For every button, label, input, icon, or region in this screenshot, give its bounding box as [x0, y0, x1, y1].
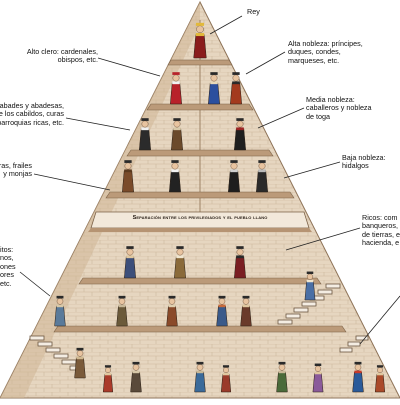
tier-ledge-3	[126, 149, 274, 157]
label-frailes: uras, frailes y monjas	[0, 161, 32, 179]
merchant-figure	[124, 246, 136, 279]
label-rey: Rey	[247, 7, 260, 16]
friar-figure	[122, 160, 134, 193]
knight-figure	[234, 118, 246, 151]
noble-figure	[208, 72, 220, 105]
leader-lines	[19, 15, 400, 345]
peasant-figure	[312, 363, 324, 393]
label-separacion: Separación entre los privilegiados y el …	[132, 215, 268, 221]
peasant-figure	[276, 361, 288, 393]
artisan-figure	[216, 295, 228, 327]
pyramid-left-face	[0, 2, 200, 398]
abbot-figure	[171, 118, 183, 151]
merchant-figure	[234, 246, 246, 279]
peasant-figure	[130, 361, 142, 393]
peasant-figure	[74, 347, 86, 379]
leader-campesinos-2	[359, 295, 400, 345]
artisan-figure	[240, 295, 252, 327]
hidalgo-figure	[228, 160, 240, 193]
peasant-figure	[194, 361, 206, 393]
tier-ledge-2	[146, 103, 254, 111]
peasant-figure	[374, 365, 386, 393]
label-media-nobleza: Media nobleza: caballeros y nobleza de t…	[306, 95, 372, 121]
label-alta-nobleza: Alta nobleza: príncipes, duques, condes,…	[288, 39, 363, 65]
king-figure	[193, 22, 207, 59]
leader-baja-nobleza	[283, 161, 341, 179]
tier-ledge-4	[105, 191, 295, 199]
abbot-figure	[139, 118, 151, 151]
leader-media-nobleza	[257, 107, 305, 129]
staircase-bottom-right	[339, 335, 369, 353]
tier-ledge-1	[167, 59, 233, 66]
artisan-figure	[54, 295, 66, 327]
peasant-figure	[352, 361, 364, 393]
label-baja-nobleza: Baja nobleza: hidalgos	[342, 153, 386, 171]
leader-campesinos	[19, 271, 51, 297]
leader-ricos	[285, 227, 361, 251]
label-ricos: Ricos: com banqueros, de tierras, e haci…	[362, 213, 400, 248]
label-abades: abades y abadesas, de los cabildos, cura…	[0, 101, 64, 127]
leader-rey	[209, 15, 243, 35]
separation-band	[88, 211, 312, 232]
tier-ledge-6	[53, 325, 347, 333]
artisan-figure	[304, 271, 316, 301]
noble-figure	[230, 72, 242, 105]
staircase-right	[277, 283, 341, 325]
leader-abades	[65, 117, 131, 131]
artisan-figure	[116, 295, 128, 327]
hidalgo-figure	[256, 160, 268, 193]
artisan-figure	[166, 295, 178, 327]
leader-alta-nobleza	[245, 51, 286, 75]
tier-ledge-5	[78, 277, 322, 285]
cardinal-figure	[170, 72, 182, 105]
peasant-figure	[102, 365, 114, 393]
merchant-figure	[174, 246, 186, 279]
leader-alto-clero	[97, 57, 161, 77]
peasant-figure	[220, 365, 232, 393]
figures-layer	[54, 22, 386, 393]
leader-frailes	[33, 173, 111, 191]
label-campesinos: itos: nos, ones ores etc.	[0, 245, 16, 288]
label-alto-clero: Alto clero: cardenales, obispos, etc.	[26, 47, 98, 65]
friar-figure	[169, 160, 181, 193]
